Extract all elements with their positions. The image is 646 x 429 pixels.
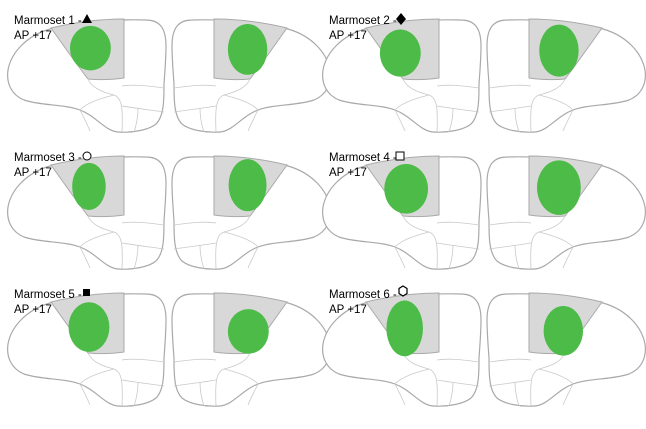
panel-2-title: Marmoset 2 - <box>329 15 397 27</box>
square-open-icon <box>395 151 405 161</box>
section-panel-3 <box>7 155 331 270</box>
panel-3-level: AP +17 <box>14 167 52 179</box>
panel-3-title: Marmoset 3 - <box>14 152 82 164</box>
panel-5-title: Marmoset 5 - <box>14 289 82 301</box>
hemisphere-right <box>171 292 331 407</box>
hemisphere-right <box>486 155 646 270</box>
hemisphere-left <box>7 155 167 270</box>
panel-4-level: AP +17 <box>329 167 367 179</box>
section-panel-4 <box>322 155 646 270</box>
injection-site-right-5 <box>227 309 269 354</box>
injection-site-left-5 <box>68 302 110 352</box>
panels-layer <box>7 18 646 407</box>
labels-layer: Marmoset 1 - AP +17 Marmoset 2 - AP +17 … <box>14 15 397 316</box>
injection-site-right-6 <box>543 306 584 356</box>
injection-site-left-6 <box>386 300 423 357</box>
symbols-layer <box>82 13 408 297</box>
section-panel-1 <box>7 18 331 133</box>
hexagon-open-icon <box>398 285 408 297</box>
injection-site-right-2 <box>539 24 579 77</box>
injection-site-right-3 <box>228 159 267 212</box>
panel-1-title: Marmoset 1 - <box>14 15 82 27</box>
section-panel-6 <box>322 292 646 407</box>
panel-6-level: AP +17 <box>329 304 367 316</box>
hemisphere-right <box>171 18 331 133</box>
panel-6-title: Marmoset 6 - <box>329 289 397 301</box>
panel-2-level: AP +17 <box>329 30 367 42</box>
diamond-filled-icon <box>396 13 406 25</box>
injection-site-right-4 <box>537 160 581 215</box>
section-panel-2 <box>322 18 646 133</box>
circle-open-icon <box>82 151 92 161</box>
hemisphere-left <box>322 292 482 407</box>
section-panel-5 <box>7 292 331 407</box>
hemisphere-left <box>7 292 167 407</box>
hemisphere-left <box>322 155 482 270</box>
panel-1-level: AP +17 <box>14 30 52 42</box>
hemisphere-left <box>7 18 167 133</box>
panel-4-title: Marmoset 4 - <box>329 152 397 164</box>
hemisphere-right <box>486 18 646 133</box>
injection-site-right-1 <box>227 23 268 75</box>
triangle-filled-icon <box>82 14 92 23</box>
hemisphere-left <box>322 18 482 133</box>
injection-site-left-4 <box>384 164 429 214</box>
injection-site-left-1 <box>69 25 111 71</box>
hemisphere-right <box>171 155 331 270</box>
panel-5-level: AP +17 <box>14 304 52 316</box>
injection-site-left-2 <box>379 29 421 77</box>
injection-site-left-3 <box>72 162 106 210</box>
hemisphere-right <box>486 292 646 407</box>
square-filled-icon <box>83 289 90 296</box>
